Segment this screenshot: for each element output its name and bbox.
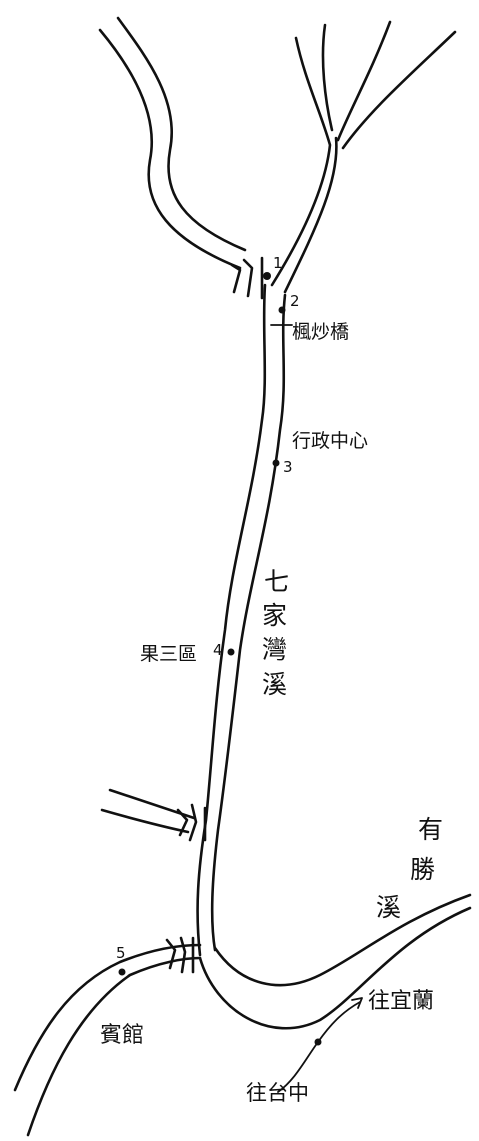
label-guesthouse: 賓館 bbox=[100, 1023, 144, 1048]
point-5-label: 5 bbox=[116, 944, 126, 962]
bridge-top bbox=[230, 256, 264, 300]
road-point bbox=[314, 1038, 322, 1046]
point-2: 2 bbox=[278, 292, 300, 314]
main-stream bbox=[196, 283, 287, 957]
lower-river bbox=[13, 893, 472, 1137]
point-1-marker bbox=[263, 272, 271, 280]
creek-char: 家 bbox=[262, 601, 287, 630]
point-2-label: 2 bbox=[290, 292, 300, 310]
point-3-label: 3 bbox=[283, 458, 293, 476]
point-3: 3 bbox=[272, 458, 293, 476]
point-4-marker bbox=[227, 648, 235, 656]
creek-char: 七 bbox=[264, 567, 289, 596]
point-4-label: 4 bbox=[213, 641, 223, 659]
point-5-marker bbox=[118, 968, 126, 976]
label-admin-center: 行政中心 bbox=[292, 430, 368, 452]
label-maple-bridge: 楓炒橋 bbox=[292, 321, 349, 343]
creek-char: 勝 bbox=[410, 855, 435, 884]
point-3-marker bbox=[272, 459, 280, 467]
label-yousheng-creek: 有 勝 溪 bbox=[376, 815, 443, 922]
road-point-marker bbox=[314, 1038, 322, 1046]
bridge-bottom bbox=[165, 936, 195, 974]
creek-char: 灣 bbox=[262, 635, 287, 664]
point-2-marker bbox=[278, 306, 286, 314]
creek-char: 有 bbox=[418, 815, 443, 844]
creek-char: 溪 bbox=[376, 893, 401, 922]
point-1: 1 bbox=[263, 254, 283, 280]
label-qijiawan-creek: 七 家 灣 溪 bbox=[262, 567, 289, 699]
point-1-label: 1 bbox=[273, 254, 283, 272]
point-5: 5 bbox=[116, 944, 126, 976]
label-to-taichung: 往台中 bbox=[246, 1081, 309, 1105]
side-stream bbox=[100, 788, 196, 834]
road-line bbox=[277, 997, 363, 1093]
upper-left-tributary bbox=[98, 16, 247, 270]
point-4: 4 bbox=[213, 641, 235, 659]
label-to-yilan: 往宜蘭 bbox=[368, 989, 434, 1014]
upper-right-tributary bbox=[270, 20, 457, 294]
creek-char: 溪 bbox=[262, 670, 287, 699]
label-orchard-area: 果三區 bbox=[140, 643, 197, 665]
bridge-middle bbox=[176, 803, 207, 842]
